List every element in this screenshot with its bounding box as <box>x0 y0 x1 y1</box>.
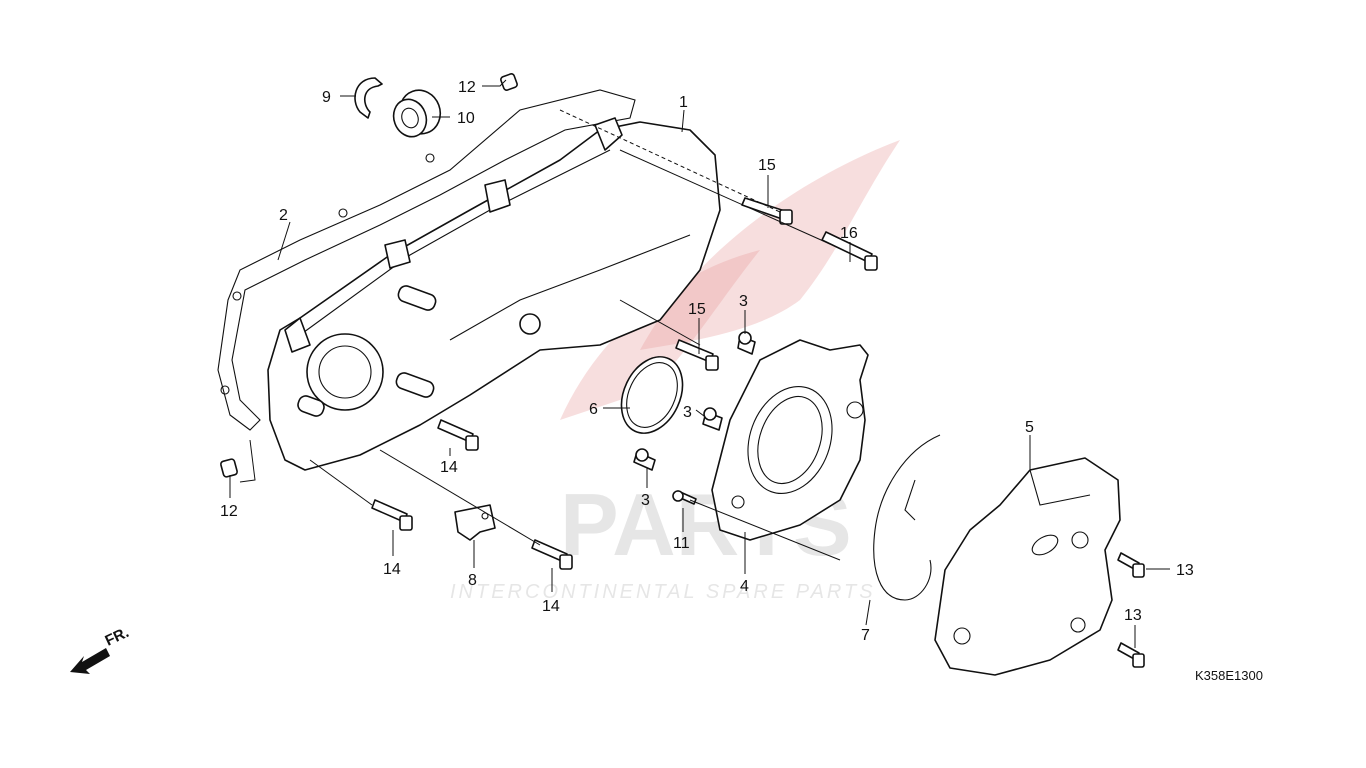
callout-9: 9 <box>322 89 331 106</box>
callout-7: 7 <box>861 627 870 644</box>
callout-13-a: 13 <box>1176 562 1194 579</box>
bolt-part-14-c <box>531 539 573 570</box>
collar-part-3-b <box>702 407 723 431</box>
callout-3-a: 3 <box>739 293 748 310</box>
callout-15-lower: 15 <box>688 301 706 318</box>
guide-lines <box>239 109 841 561</box>
callouts: 1 2 3 3 3 4 5 6 7 8 9 10 11 12 12 13 13 … <box>220 79 1194 644</box>
callout-16: 16 <box>840 225 858 242</box>
collar-part-3-c <box>633 448 656 471</box>
dowel-pin-part-12-top <box>500 73 518 91</box>
front-arrow-icon <box>70 648 110 674</box>
callout-12-left: 12 <box>220 503 238 520</box>
callout-14-b: 14 <box>383 561 401 578</box>
front-label: FR. <box>103 624 132 650</box>
callout-4: 4 <box>740 578 749 595</box>
callout-8: 8 <box>468 572 477 589</box>
callout-11: 11 <box>673 535 690 552</box>
bolt-part-13-a <box>1117 552 1145 578</box>
callout-13-b: 13 <box>1124 607 1142 624</box>
callout-15-upper: 15 <box>758 157 776 174</box>
callout-3-b: 3 <box>683 404 692 421</box>
collar-part-3-a <box>737 331 756 355</box>
outer-cover-part-5 <box>934 457 1121 676</box>
leader-lines <box>229 79 1170 648</box>
bearing-part-10 <box>392 89 442 138</box>
o-ring-part-6 <box>620 356 684 434</box>
bolt-part-14-b <box>371 499 413 531</box>
diagram-code: K358E1300 <box>1195 668 1263 683</box>
gasket-part-2 <box>217 89 636 431</box>
callout-5: 5 <box>1025 419 1034 436</box>
bolt-part-14-a <box>437 419 479 451</box>
watermark-tagline: INTERCONTINENTAL SPARE PARTS <box>450 581 876 603</box>
inner-cover-plate-part-4 <box>711 339 869 541</box>
callout-10: 10 <box>457 110 475 127</box>
bolt-part-15-lower <box>675 339 719 371</box>
bolt-part-16 <box>821 231 878 271</box>
callout-2: 2 <box>279 207 288 224</box>
callout-3-c: 3 <box>641 492 650 509</box>
callout-12-top: 12 <box>458 79 476 96</box>
front-direction-indicator: FR. <box>70 624 132 674</box>
wire-seal-part-7 <box>873 434 941 601</box>
dowel-pin-part-12-left <box>220 458 238 478</box>
callout-14-c: 14 <box>542 598 560 615</box>
callout-14-a: 14 <box>440 459 458 476</box>
bolt-part-13-b <box>1117 642 1145 668</box>
bolt-part-15-upper <box>741 197 793 225</box>
watermark: PARTS INTERCONTINENTAL SPARE PARTS <box>450 140 900 603</box>
callout-6: 6 <box>589 401 598 418</box>
left-crankcase-cover-part-1 <box>267 117 721 471</box>
circlip-part-9 <box>354 77 383 119</box>
clip-part-8 <box>454 504 496 541</box>
callout-1: 1 <box>679 94 688 111</box>
